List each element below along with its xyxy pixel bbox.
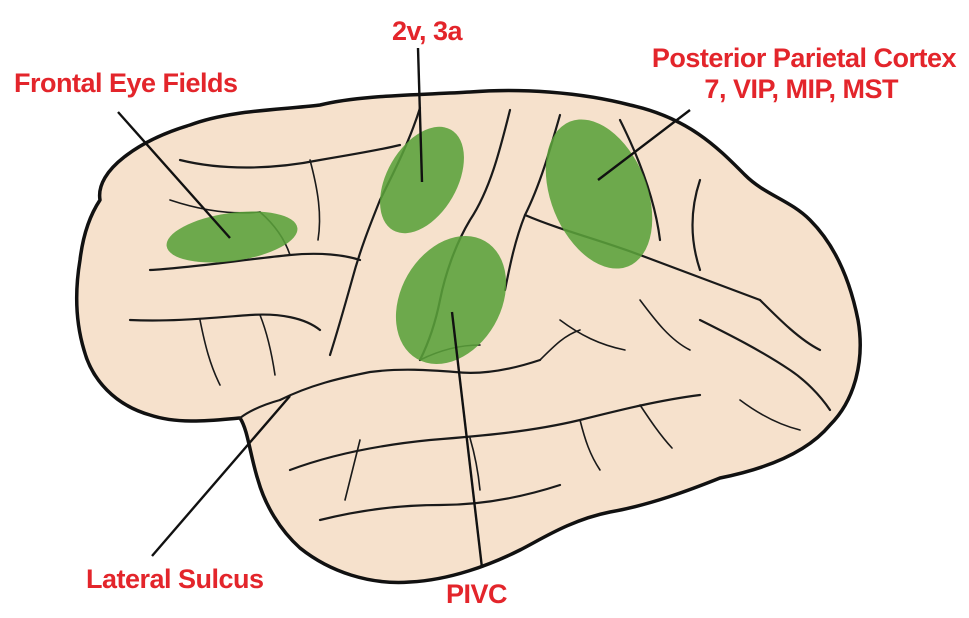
label-2v-3a: 2v, 3a [392,16,464,46]
label-frontal-eye-fields: Frontal Eye Fields [14,68,238,98]
label-pivc: PIVC [446,579,507,609]
label-posterior-parietal-areas: 7, VIP, MIP, MST [704,74,899,104]
label-lateral-sulcus: Lateral Sulcus [86,564,264,594]
label-posterior-parietal: Posterior Parietal Cortex [652,43,957,73]
